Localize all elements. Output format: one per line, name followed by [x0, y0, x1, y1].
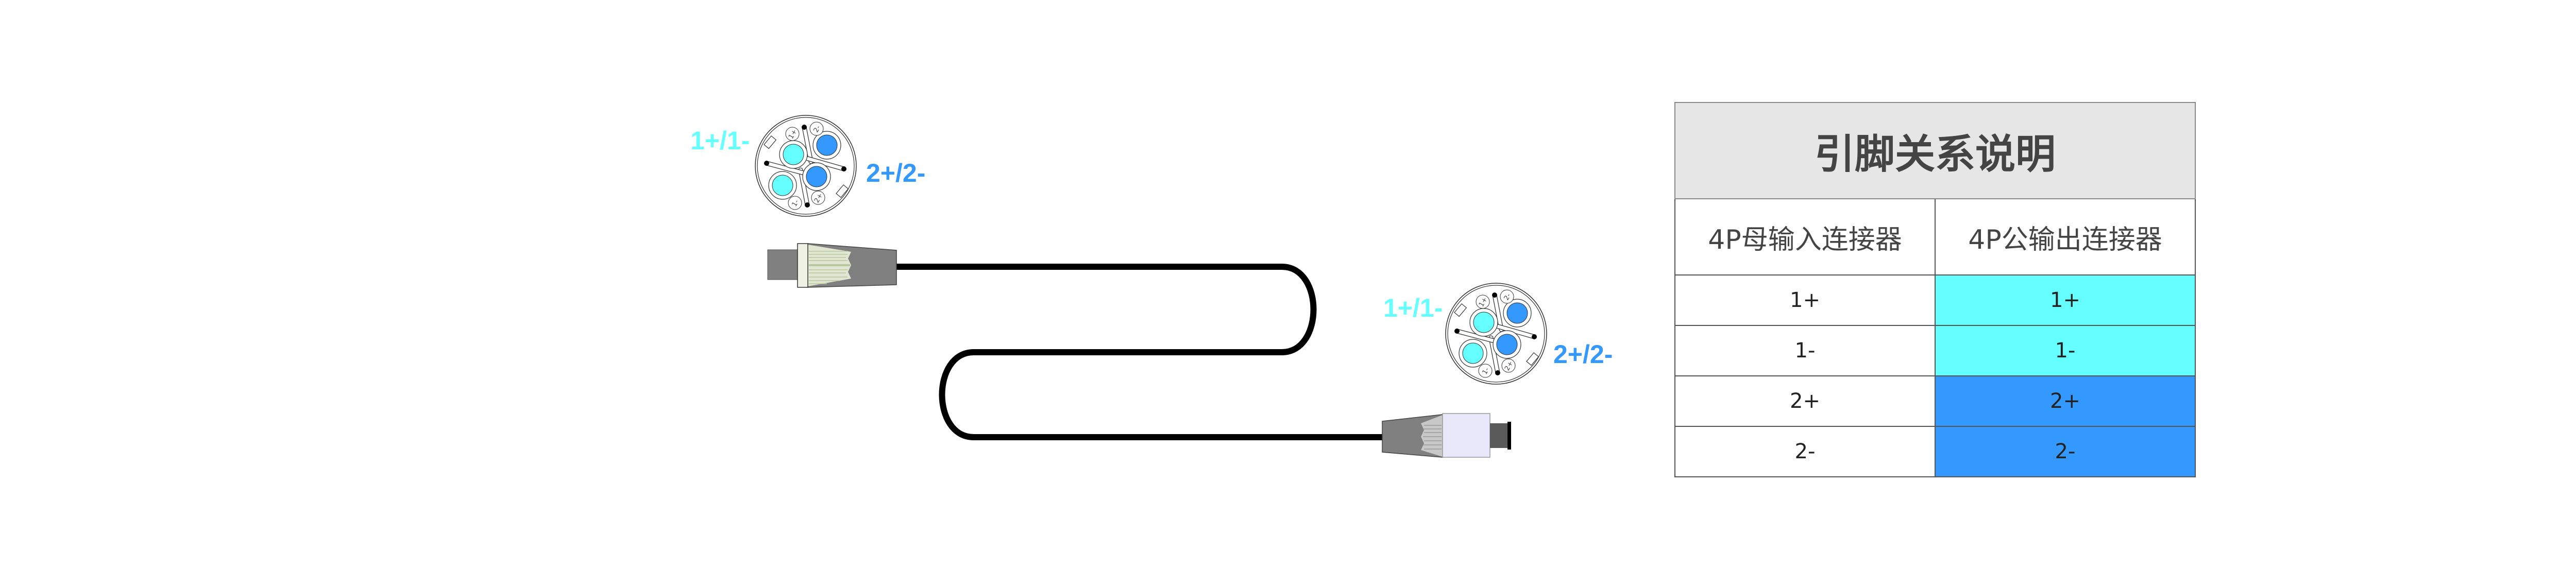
pin: [816, 134, 838, 156]
male-pair2-label: 2+/2-: [1553, 340, 1613, 369]
table-row: 2+ 2+: [1674, 375, 2196, 427]
table-row: 2- 2-: [1674, 426, 2196, 477]
slot: [802, 125, 813, 164]
pin-marking-ring: [788, 196, 802, 210]
slot: [799, 168, 809, 207]
key-notch: [1526, 352, 1539, 366]
pin-marking-ring: [1500, 289, 1514, 304]
female-plug: [767, 243, 897, 288]
female-connector-face: 1+2-1-2+: [755, 115, 857, 217]
pin-marking-ring: [809, 122, 824, 136]
input-pin-cell: 2+: [1674, 375, 1936, 427]
pin-marking-ring: [1501, 358, 1516, 373]
pin-relationship-table: 引脚关系说明 4P母输入连接器 4P公输出连接器 1+ 1+ 1- 1- 2+ …: [1674, 102, 2196, 477]
input-pin-cell: 1-: [1674, 325, 1936, 376]
output-pin-cell: 2-: [1935, 426, 2196, 477]
slot: [1489, 336, 1500, 375]
pin: [1496, 334, 1518, 355]
header-male-output: 4P公输出连接器: [1935, 198, 2196, 275]
pin: [806, 166, 827, 187]
pin: [1506, 302, 1528, 324]
header-female-input: 4P母输入连接器: [1674, 198, 1936, 275]
pin-marking-ring: [1476, 295, 1490, 309]
input-pin-cell: 2-: [1674, 426, 1936, 477]
pin: [1462, 342, 1484, 364]
slot: [1455, 329, 1496, 343]
male-plug: [1382, 413, 1511, 458]
slot: [1493, 293, 1503, 332]
output-pin-cell: 1+: [1935, 274, 2196, 326]
slot: [765, 161, 806, 175]
locating-dot: [1492, 292, 1497, 298]
key-notch: [1454, 303, 1467, 317]
table-row: 1+ 1+: [1674, 274, 2196, 326]
pin: [783, 144, 804, 165]
male-connector-face: 1+2-1-2+: [1445, 283, 1547, 385]
table-title: 引脚关系说明: [1674, 102, 2196, 199]
locating-dot: [1495, 370, 1500, 375]
table-row: 1- 1-: [1674, 325, 2196, 376]
pin-marking-ring: [785, 127, 800, 141]
key-notch: [836, 184, 849, 198]
output-pin-cell: 1-: [1935, 325, 2196, 376]
input-pin-cell: 1+: [1674, 274, 1936, 326]
female-pair1-label: 1+/1-: [690, 126, 750, 155]
cable: [896, 264, 1382, 440]
female-pair2-label: 2+/2-: [866, 159, 925, 187]
locating-dot: [802, 125, 807, 130]
pin: [772, 175, 793, 196]
key-notch: [764, 135, 777, 149]
face-inner-ring: [1447, 285, 1545, 383]
locating-dot: [1532, 334, 1537, 339]
pin: [1473, 312, 1495, 333]
pin-marking-ring: [811, 191, 825, 205]
locating-dot: [841, 166, 846, 171]
pin-marking-ring: [1478, 364, 1493, 378]
male-pair1-label: 1+/1-: [1383, 294, 1443, 322]
locating-dot: [805, 202, 810, 208]
locating-dot: [1454, 329, 1460, 334]
slot: [806, 157, 846, 171]
slot: [1496, 324, 1536, 339]
output-pin-cell: 2+: [1935, 375, 2196, 427]
locating-dot: [764, 161, 769, 166]
face-inner-ring: [757, 117, 855, 215]
